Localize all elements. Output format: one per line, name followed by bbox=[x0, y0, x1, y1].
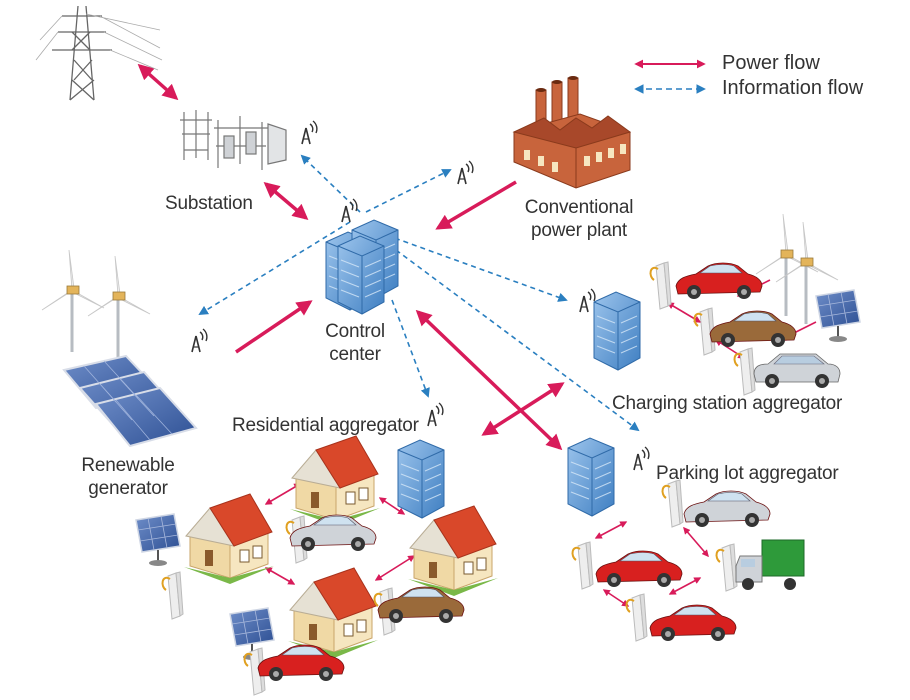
car-icon bbox=[675, 262, 763, 300]
pylon-icon bbox=[35, 5, 163, 101]
power-flow-arrows bbox=[137, 63, 565, 451]
car-icon bbox=[709, 310, 797, 348]
conventional-label-line2: power plant bbox=[530, 220, 628, 241]
legend-power-flow-label: Power flow bbox=[722, 52, 820, 74]
solar-panel-icon bbox=[62, 354, 198, 448]
car-icon bbox=[595, 550, 683, 588]
substation-label: Substation bbox=[165, 193, 253, 214]
conventional-label-line1: Conventional bbox=[524, 197, 634, 218]
legend-information-flow-label: Information flow bbox=[722, 77, 864, 99]
wind-turbine-icon bbox=[40, 248, 152, 360]
conventional-power-plant-label: Conventional power plant bbox=[516, 196, 642, 242]
power-plant-icon bbox=[512, 76, 632, 189]
control-label-line2: center bbox=[329, 344, 381, 365]
substation-icon bbox=[180, 110, 287, 170]
renewable-generator-label: Renewable generator bbox=[70, 454, 186, 500]
charging-station-aggregator-label: Charging station aggregator bbox=[612, 393, 843, 414]
truck-icon bbox=[735, 539, 805, 590]
control-center-label: Control center bbox=[312, 320, 398, 366]
residential-aggregator-label: Residential aggregator bbox=[232, 415, 419, 436]
control-center-icon bbox=[325, 219, 399, 315]
renewable-label-line1: Renewable bbox=[81, 455, 175, 476]
parking-lot-area bbox=[567, 437, 805, 642]
residential-area bbox=[135, 435, 499, 696]
car-icon bbox=[683, 490, 771, 528]
car-icon bbox=[649, 604, 737, 642]
control-label-line1: Control bbox=[325, 321, 385, 342]
car-icon bbox=[753, 353, 841, 389]
renewable-label-line2: generator bbox=[88, 478, 168, 499]
parking-lot-aggregator-label: Parking lot aggregator bbox=[656, 463, 839, 484]
